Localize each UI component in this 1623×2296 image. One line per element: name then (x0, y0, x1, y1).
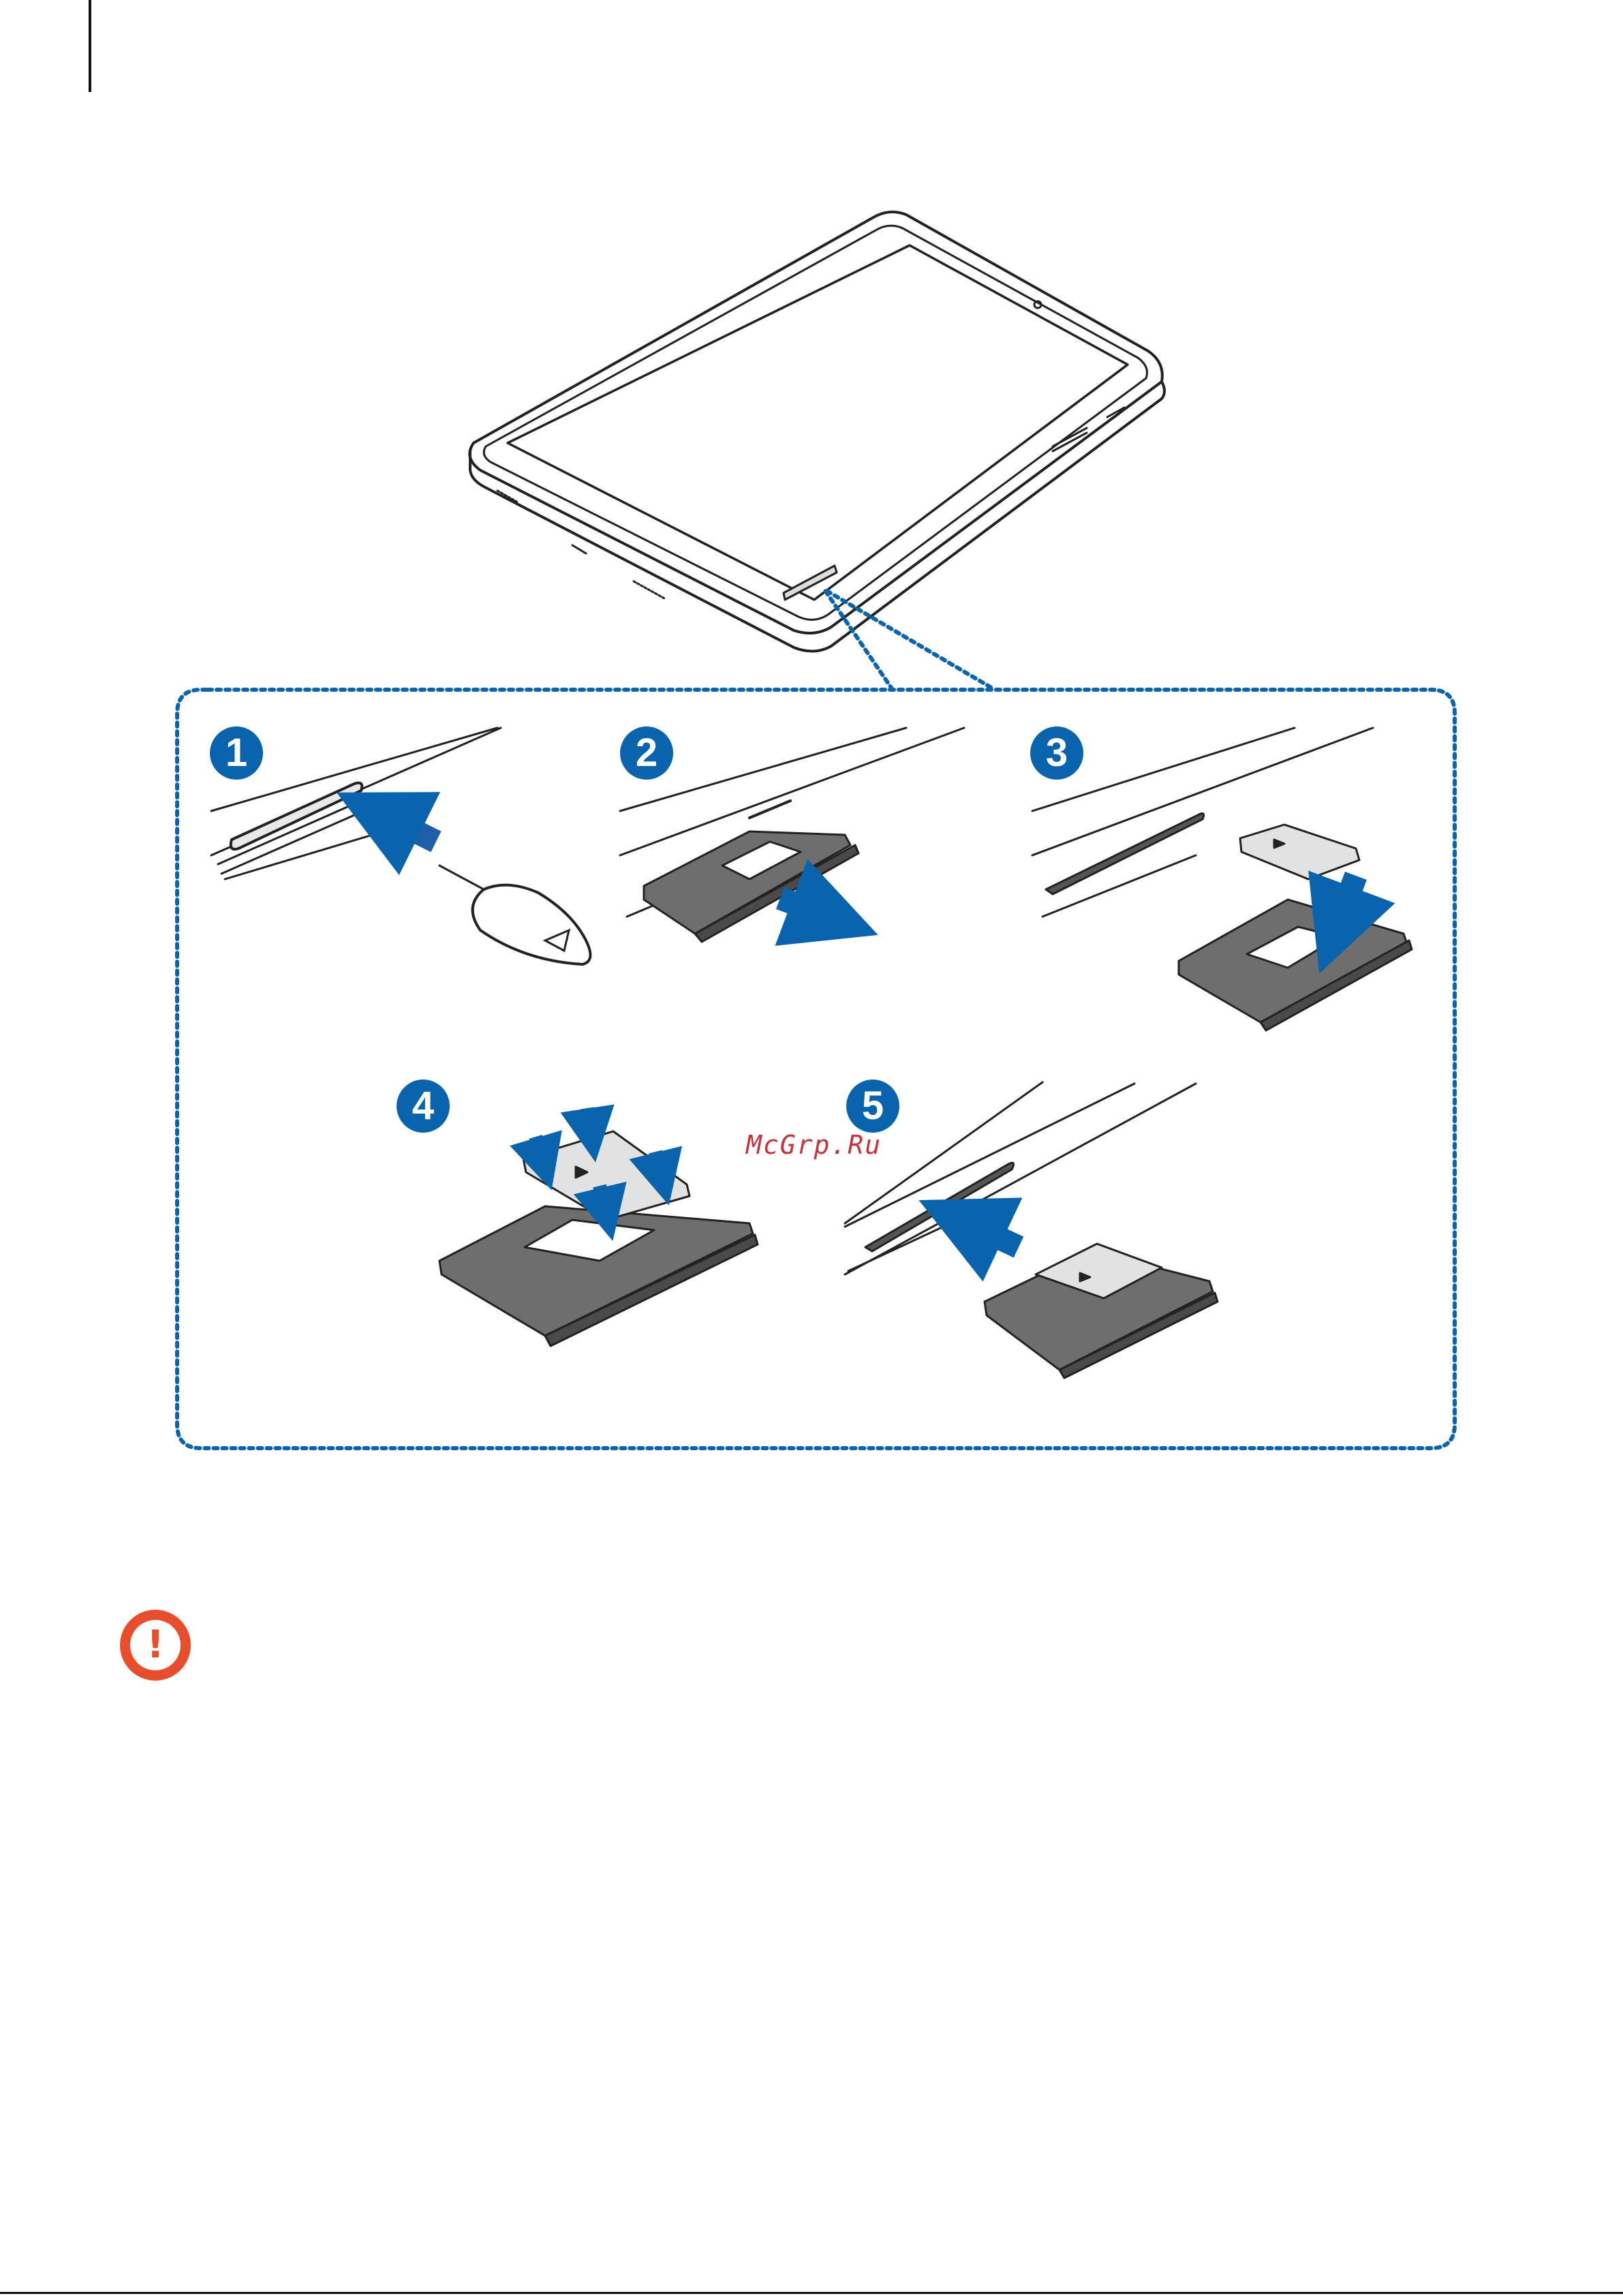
step-number: 4 (412, 1086, 434, 1126)
step-badge-4: 4 (397, 1080, 450, 1133)
page-bottom-rule (0, 2292, 1623, 2294)
step-badge-5: 5 (846, 1080, 899, 1133)
tablet-device (469, 212, 1164, 652)
caution-glyph: ! (146, 1626, 164, 1664)
step-number: 2 (636, 733, 658, 773)
insert-pin-arrow (378, 813, 436, 842)
pull-tray-arrow (780, 898, 835, 919)
step-5-insert-tray (845, 1082, 1218, 1378)
step-number: 5 (862, 1086, 884, 1126)
watermark: McGrp.Ru (746, 1130, 882, 1160)
step-number: 1 (226, 733, 247, 773)
caution-icon-ring: ! (130, 1620, 181, 1670)
step-number: 3 (1046, 733, 1068, 773)
step-1-eject-pin (211, 728, 590, 964)
step-4-press-card (439, 1131, 758, 1346)
step-badge-3: 3 (1030, 726, 1083, 780)
step-badge-2: 2 (620, 726, 673, 780)
insert-tray-arrow (961, 1220, 1019, 1247)
caution-icon: ! (120, 1610, 191, 1681)
step-badge-1: 1 (210, 726, 263, 780)
